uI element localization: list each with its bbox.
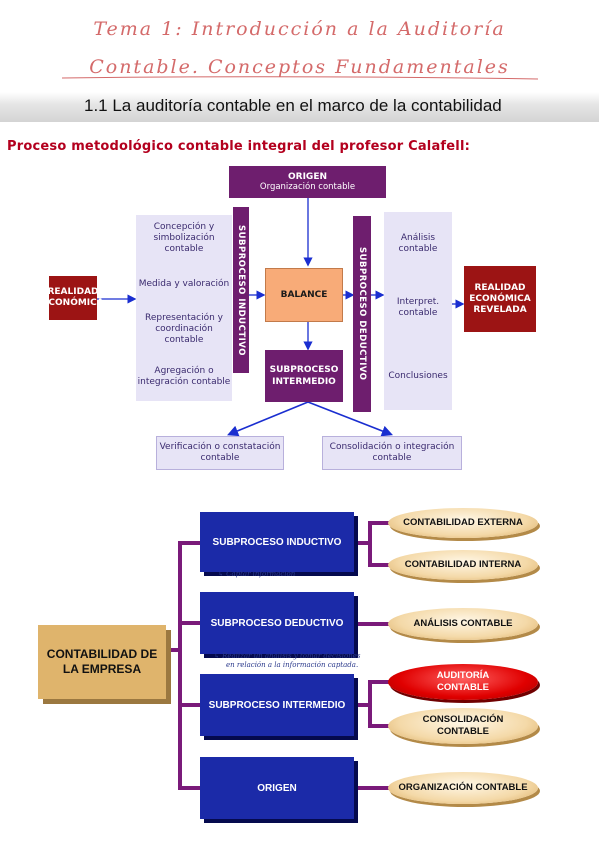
step-representacion: Representación y coordinación contable — [136, 307, 232, 351]
note-analisis-line1: ↳ Realizar un análisis y tomar decisione… — [214, 652, 361, 660]
subproceso-inductivo-bar: SUBPROCESO INDUCTIVO — [233, 207, 249, 373]
step-analisis: Análisis contable — [384, 220, 452, 268]
organizacion-contable-pill: ORGANIZACIÓN CONTABLE — [388, 772, 538, 804]
subproceso-deductivo-label: SUBPROCESO DEDUCTIVO — [357, 247, 367, 381]
realidad-economica-box: REALIDAD ECONÓMICA — [42, 276, 104, 320]
step-interpretacion: Interpret. contable — [384, 284, 452, 332]
verificacion-box: Verificación o constatación contable — [156, 436, 284, 470]
section-title: 1.1 La auditoría contable en el marco de… — [84, 96, 502, 115]
step-medida: Medida y valoración — [136, 264, 232, 304]
consolidacion-box: Consolidación o integración contable — [322, 436, 462, 470]
step-agregacion: Agregación o integración contable — [136, 355, 232, 399]
diagram-subtitle: Proceso metodológico contable integral d… — [7, 139, 470, 154]
origen-box-2: ORIGEN — [200, 757, 354, 819]
balance-box: BALANCE — [265, 268, 343, 322]
contabilidad-interna-pill: CONTABILIDAD INTERNA — [388, 550, 538, 580]
subproceso-inductivo-box: SUBPROCESO INDUCTIVO — [200, 512, 354, 572]
contabilidad-externa-pill: CONTABILIDAD EXTERNA — [388, 508, 538, 538]
consolidacion-contable-pill: CONSOLIDACIÓN CONTABLE — [388, 708, 538, 744]
title-line-1: Tema 1: Introducción a la Auditoría — [93, 18, 506, 40]
subproceso-intermedio-box-2: SUBPROCESO INTERMEDIO — [200, 674, 354, 736]
subproceso-deductivo-bar: SUBPROCESO DEDUCTIVO — [353, 216, 371, 412]
section-band — [0, 92, 599, 122]
realidad-revelada-box: REALIDAD ECONÓMICA REVELADA — [464, 266, 536, 332]
title-underline — [61, 76, 539, 80]
origen-title: ORIGEN — [288, 172, 327, 182]
auditoria-contable-pill: AUDITORÍA CONTABLE — [388, 664, 538, 700]
subproceso-inductivo-label: SUBPROCESO INDUCTIVO — [236, 224, 246, 356]
subproceso-intermedio-box: SUBPROCESO INTERMEDIO — [265, 350, 343, 402]
title-line-2: Contable. Conceptos Fundamentales — [89, 56, 510, 78]
contabilidad-empresa-box: CONTABILIDAD DE LA EMPRESA — [38, 625, 166, 699]
analisis-contable-pill: ANÁLISIS CONTABLE — [388, 608, 538, 640]
step-concepcion: Concepción y simbolización contable — [136, 217, 232, 259]
note-captar: ↳ Captar información — [218, 570, 296, 578]
note-analisis-line2: en relación a la información captada. — [226, 661, 359, 669]
step-conclusiones: Conclusiones — [384, 352, 452, 400]
origen-box: ORIGEN Organización contable — [229, 166, 386, 198]
origen-subtitle: Organización contable — [259, 182, 356, 192]
subproceso-deductivo-box: SUBPROCESO DEDUCTIVO — [200, 592, 354, 654]
